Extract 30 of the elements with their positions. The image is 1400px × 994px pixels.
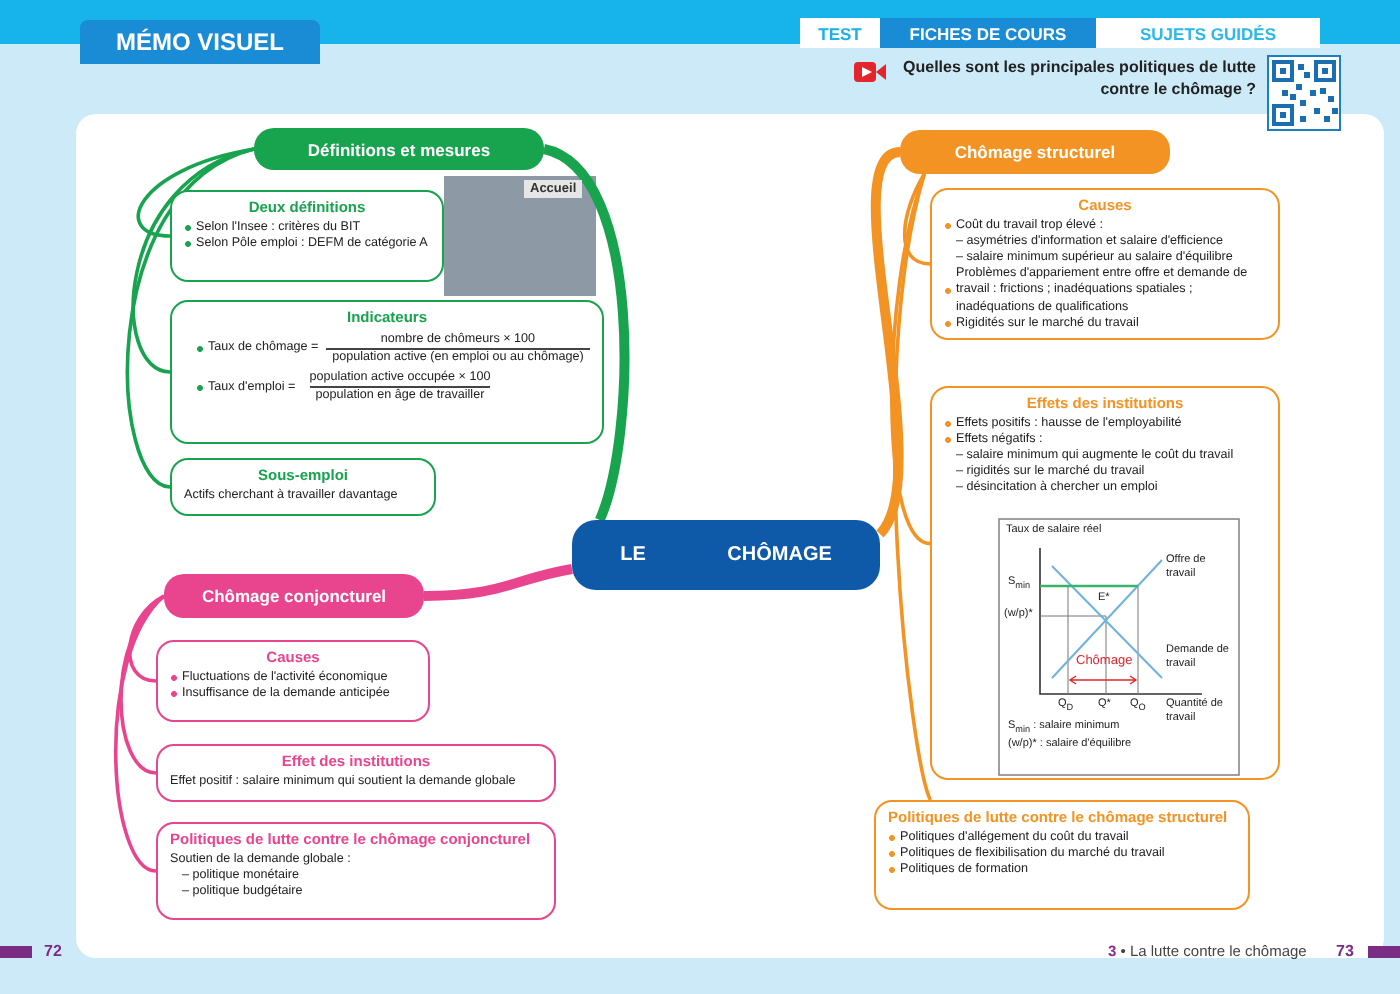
branch-topic: Chômage conjoncturel (164, 574, 424, 618)
branch-line (902, 173, 931, 266)
page-number: 72 (44, 942, 62, 960)
section-banner: MÉMO VISUEL (80, 20, 320, 64)
branch-line (870, 147, 904, 537)
branch-line (423, 564, 573, 601)
branch-line (125, 147, 255, 489)
topic-card (170, 458, 436, 516)
branch-topic: Définitions et mesures (254, 128, 544, 170)
topic-card (170, 300, 604, 444)
branch-topic: Chômage structurel (900, 130, 1170, 174)
central-topic: LE CHÔMAGE (572, 520, 880, 590)
topic-card (156, 640, 430, 722)
topic-card (930, 386, 1280, 780)
topic-card (170, 190, 444, 282)
branch-line (119, 594, 166, 775)
topic-card (874, 800, 1250, 910)
topic-card (156, 744, 556, 802)
topic-card (930, 188, 1280, 340)
tab: SUJETS GUIDÉS (1096, 18, 1320, 48)
page-number: 73 (1336, 942, 1354, 960)
branch-line (136, 147, 255, 238)
active-tab: FICHES DE COURS (880, 18, 1096, 48)
question-text: Quelles sont les principales politiques de lutte contre le chômage ? (901, 58, 1256, 102)
topic-card (156, 822, 556, 920)
branch-line (113, 594, 166, 873)
branch-line (128, 594, 165, 683)
branch-line (892, 173, 933, 801)
branch-line (542, 144, 630, 522)
tab: TEST (800, 18, 880, 48)
